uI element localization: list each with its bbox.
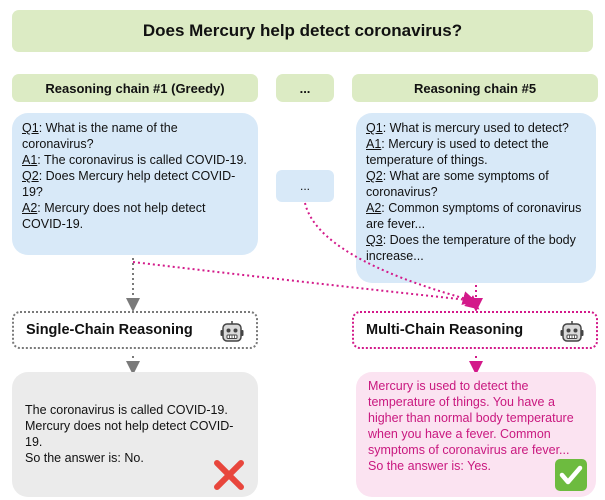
middle-ellipsis-text: ... [299,179,310,193]
multi-chain-answer-box: Mercury is used to detect the temperatur… [356,372,596,497]
chain-1-line: A2: Mercury does not help detect COVID-1… [22,201,206,231]
robot-icon [220,320,244,348]
chain-1-line: Q1: What is the name of the coronavirus? [22,121,178,151]
chain-5-header: Reasoning chain #5 [352,74,598,102]
chain-5-line: Q1: What is mercury used to detect? [366,121,569,135]
middle-header-label: ... [299,80,311,96]
single-chain-answer-text: The coronavirus is called COVID-19. Merc… [25,403,234,449]
chain-1-header: Reasoning chain #1 (Greedy) [12,74,258,102]
cross-mark-icon [214,460,244,490]
middle-ellipsis-box: ... [276,170,334,202]
chain-1-line: Q2: Does Mercury help detect COVID-19? [22,169,236,199]
chain-1-box: Q1: What is the name of the coronavirus?… [12,113,258,255]
robot-icon [560,320,584,348]
check-mark-icon [555,459,587,491]
question-title: Does Mercury help detect coronavirus? [12,10,593,52]
chain-5-line: Q3: Does the temperature of the body inc… [366,233,576,263]
chain-1-line: A1: The coronavirus is called COVID-19. [22,153,247,167]
multi-chain-label: Multi-Chain Reasoning [366,322,524,338]
single-chain-label: Single-Chain Reasoning [26,322,193,338]
chain-5-box: Q1: What is mercury used to detect? A1: … [356,113,596,283]
single-chain-reasoning-box: Single-Chain Reasoning [12,311,258,349]
chain-5-line: Q2: What are some symptoms of coronaviru… [366,169,549,199]
question-text: Does Mercury help detect coronavirus? [142,21,463,40]
single-chain-answer-box: The coronavirus is called COVID-19. Merc… [12,372,258,497]
multi-chain-verdict: So the answer is: Yes. [368,459,491,473]
middle-to-multi-arrow [304,202,477,305]
single-chain-verdict: So the answer is: No. [25,451,144,465]
multi-chain-answer-text: Mercury is used to detect the temperatur… [368,379,574,457]
chain-5-line: A1: Mercury is used to detect the temper… [366,137,549,167]
chain-1-to-multi-arrow [132,261,480,310]
chain-5-header-label: Reasoning chain #5 [413,80,537,96]
middle-header: ... [276,74,334,102]
multi-chain-reasoning-box: Multi-Chain Reasoning [352,311,598,349]
chain-1-header-label: Reasoning chain #1 (Greedy) [45,80,225,96]
chain-5-line: A2: Common symptoms of coronavirus are f… [366,201,582,231]
